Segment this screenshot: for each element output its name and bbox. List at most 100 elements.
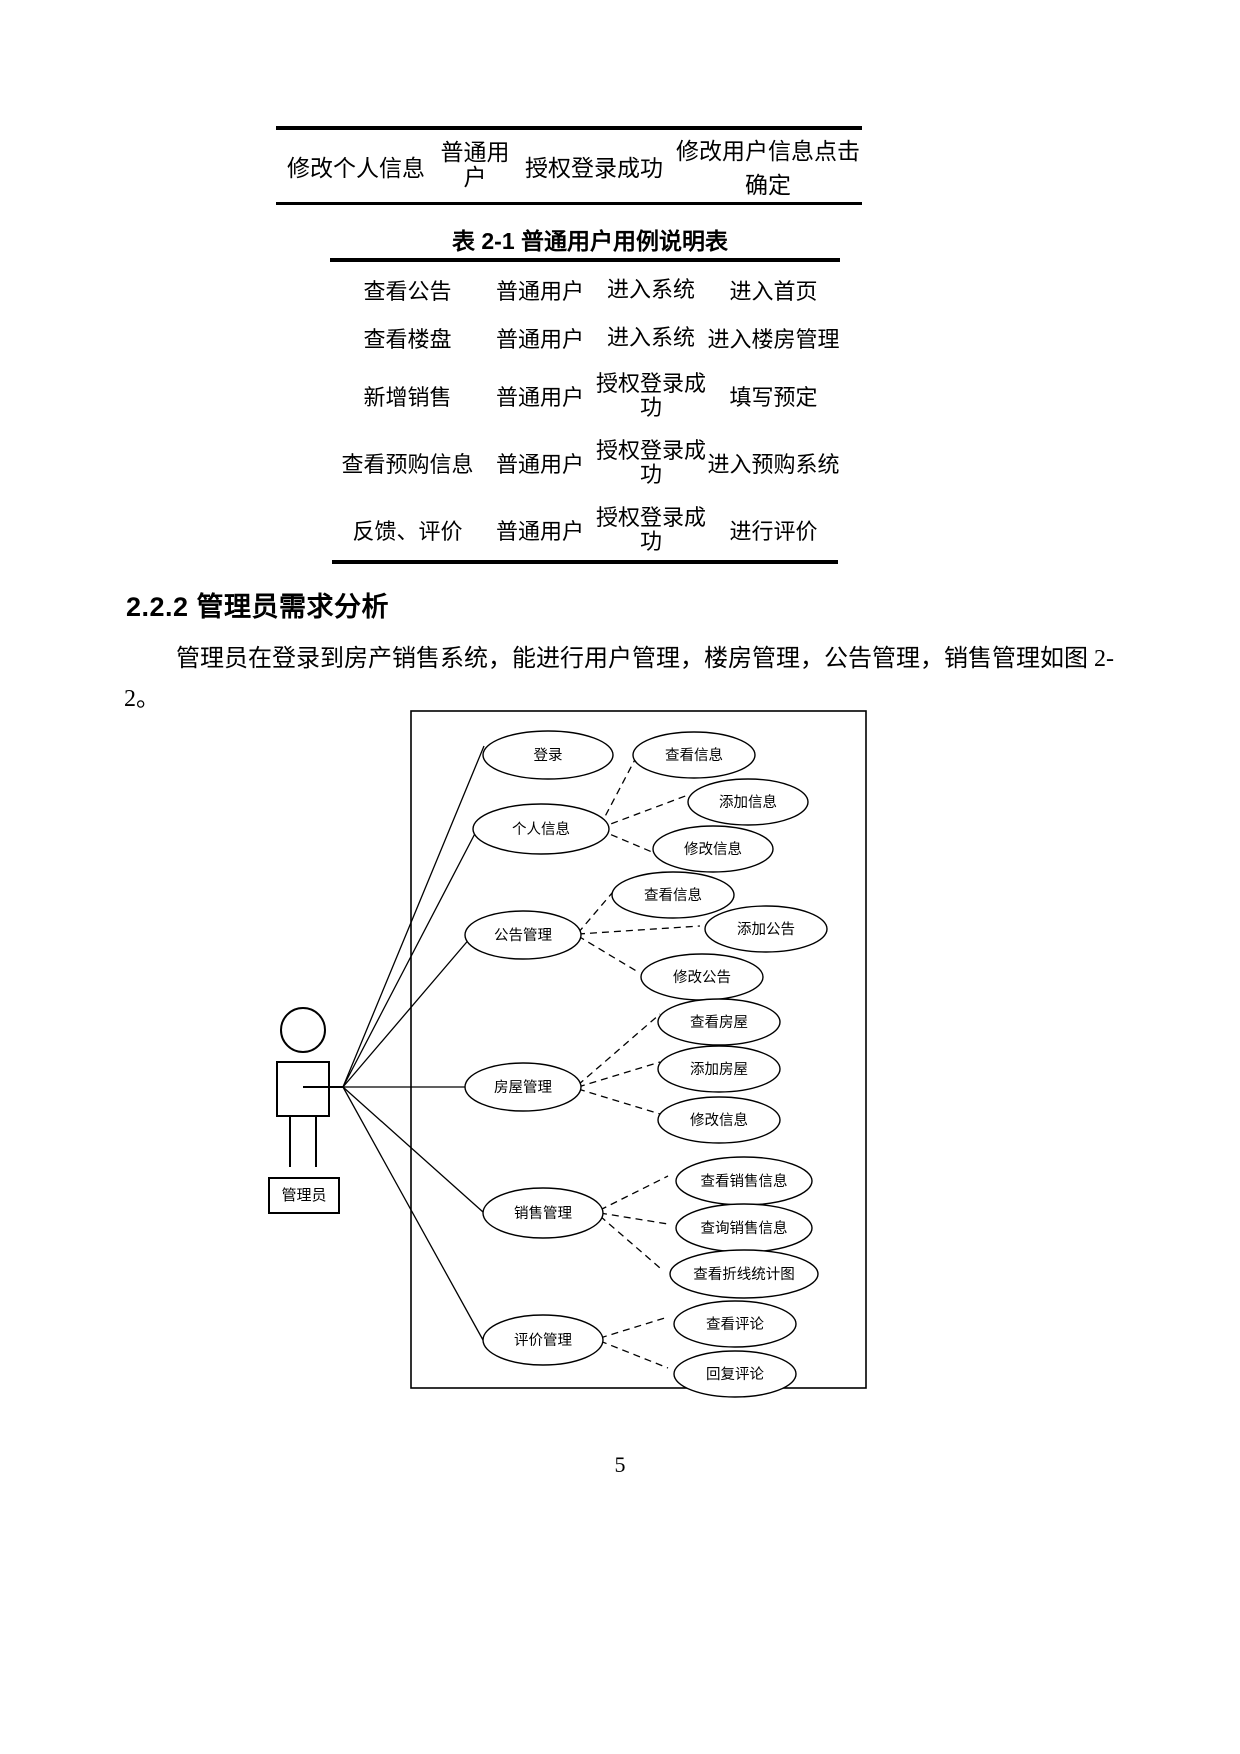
usecase-label: 添加公告	[737, 921, 795, 938]
usecase-label: 添加信息	[719, 794, 777, 811]
cell-precondition: 进入系统	[606, 277, 695, 303]
section-paragraph: 管理员在登录到房产销售系统，能进行用户管理，楼房管理，公告管理，销售管理如图 2…	[124, 640, 1114, 719]
table-row: 查看公告 普通用户 进入系统 进入首页	[330, 266, 840, 314]
cell-postcondition: 进行评价	[729, 518, 818, 544]
page-number: 5	[614, 1452, 626, 1477]
cell-actor: 普通用户	[495, 279, 584, 304]
usecase-label: 评价管理	[514, 1332, 572, 1349]
ext-notice-edit	[577, 935, 639, 973]
cell-actor: 普通用户	[495, 518, 584, 544]
ext-house-edit	[577, 1088, 661, 1115]
usecase-sales-mgmt: 销售管理	[482, 1187, 604, 1239]
cell-precondition: 进入系统	[606, 325, 695, 351]
usecase-notice-add: 添加公告	[704, 905, 828, 953]
usecase-house-edit: 修改信息	[657, 1096, 781, 1144]
paragraph-text: 管理员在登录到房产销售系统，能进行用户管理，楼房管理，公告管理，销售管理如图 2…	[124, 646, 1114, 712]
cell-postcondition: 进入楼房管理	[707, 327, 840, 352]
actor-name-box	[268, 1177, 340, 1214]
table-top-rule	[330, 258, 840, 262]
cell-usecase: 查看楼盘	[363, 327, 452, 352]
usecase-label: 修改信息	[684, 841, 742, 858]
usecase-label: 登录	[534, 747, 563, 764]
system-boundary	[410, 710, 867, 1389]
assoc-review	[342, 1086, 484, 1341]
usecase-notice-edit: 修改公告	[640, 953, 764, 1001]
table-caption: 表 2-1 普通用户用例说明表	[451, 228, 729, 254]
usecase-label: 销售管理	[514, 1205, 572, 1222]
ext-profile-add	[599, 794, 689, 829]
ext-profile-view	[599, 749, 641, 827]
usecase-sales-query: 查询销售信息	[675, 1203, 813, 1253]
usecase-label: 公告管理	[494, 927, 552, 944]
usecase-house-mgmt: 房屋管理	[464, 1062, 582, 1112]
ext-sales-view	[599, 1175, 669, 1211]
cell-usecase: 反馈、评价	[352, 518, 463, 544]
ext-notice-view	[577, 885, 619, 934]
table-row: 新增销售 普通用户 授权登录成功 填写预定	[330, 362, 840, 429]
usecase-notice-view: 查看信息	[611, 871, 735, 919]
usecase-label: 修改公告	[673, 969, 731, 986]
extend-lines	[577, 749, 701, 1369]
table-row: 反馈、评价 普通用户 授权登录成功 进行评价	[330, 496, 840, 563]
usecase-label: 查看房屋	[690, 1014, 748, 1031]
cell-postcondition: 进入预购系统	[707, 451, 840, 477]
cell-actor: 普通用户	[440, 140, 510, 190]
cell-usecase: 查看预购信息	[341, 451, 474, 477]
table-row: 查看楼盘 普通用户 进入系统 进入楼房管理	[330, 314, 840, 362]
table-row: 修改个人信息 普通用户 授权登录成功 修改用户信息点击确定	[276, 130, 862, 202]
table-bottom-rule	[276, 202, 862, 205]
usecase-house-add: 添加房屋	[657, 1045, 781, 1093]
actor-body-icon	[276, 1061, 330, 1117]
section-heading: 2.2.2 管理员需求分析	[126, 592, 390, 622]
usecase-label: 房屋管理	[494, 1079, 552, 1096]
usecase-label: 查看评论	[706, 1316, 764, 1333]
actor-name-label: 管理员	[281, 1187, 326, 1204]
usecase-diagram: 管理员 登录 个人信息 公告管理 房屋管理	[0, 700, 1240, 1420]
ext-sales-chart	[599, 1215, 661, 1269]
table-top-rule	[276, 126, 862, 130]
usecase-label: 修改信息	[690, 1112, 748, 1129]
cell-actor: 普通用户	[495, 384, 584, 410]
ext-profile-edit	[599, 829, 653, 853]
ext-notice-add	[577, 925, 701, 935]
usecase-notice-mgmt: 公告管理	[464, 910, 582, 960]
table-2-1: 查看公告 普通用户 进入系统 进入首页 查看楼盘 普通用户 进入系统 进入楼房管…	[330, 258, 840, 563]
extended-usecases: 查看信息 添加信息 修改信息 查看信息 添加公告	[611, 731, 828, 1398]
ext-sales-query	[599, 1212, 669, 1225]
primary-usecases: 登录 个人信息 公告管理 房屋管理 销售管理	[464, 730, 614, 1366]
usecase-sales-chart: 查看折线统计图	[669, 1249, 819, 1299]
cell-precondition: 授权登录成功	[595, 371, 706, 420]
actor-head-icon	[280, 1007, 326, 1053]
continued-table: 修改个人信息 普通用户 授权登录成功 修改用户信息点击确定	[276, 126, 862, 205]
cell-postcondition: 进入首页	[729, 279, 818, 304]
usecase-label: 回复评论	[706, 1365, 764, 1383]
usecase-review-mgmt: 评价管理	[482, 1314, 604, 1366]
usecase-review-view: 查看评论	[673, 1300, 797, 1348]
cell-usecase: 新增销售	[363, 384, 452, 410]
usecase-label: 查看信息	[665, 747, 723, 764]
cell-precondition: 授权登录成功	[595, 505, 706, 554]
cell-actor: 普通用户	[495, 327, 584, 352]
usecase-label: 查看销售信息	[701, 1173, 788, 1190]
usecase-review-reply: 回复评论	[673, 1350, 797, 1398]
assoc-login	[342, 745, 485, 1088]
usecase-profile-edit: 修改信息	[652, 825, 774, 873]
cell-precondition: 授权登录成功	[525, 156, 663, 181]
actor-manager: 管理员	[268, 1007, 343, 1214]
ext-review-reply	[599, 1340, 669, 1369]
ext-house-view	[577, 1013, 661, 1086]
assoc-sales	[342, 1086, 484, 1213]
cell-postcondition: 填写预定	[729, 384, 818, 410]
usecase-profile-view: 查看信息	[632, 731, 756, 779]
cell-postcondition: 修改用户信息点击确定	[676, 139, 860, 198]
ext-house-add	[577, 1061, 661, 1088]
usecase-label: 查看折线统计图	[693, 1266, 795, 1283]
ext-review-view	[599, 1316, 669, 1339]
usecase-label: 查询销售信息	[701, 1220, 788, 1237]
usecase-label: 添加房屋	[690, 1061, 748, 1078]
usecase-house-view: 查看房屋	[657, 998, 781, 1046]
table-bottom-rule	[332, 560, 838, 564]
usecase-profile-add: 添加信息	[687, 778, 809, 826]
usecase-profile: 个人信息	[472, 803, 610, 855]
